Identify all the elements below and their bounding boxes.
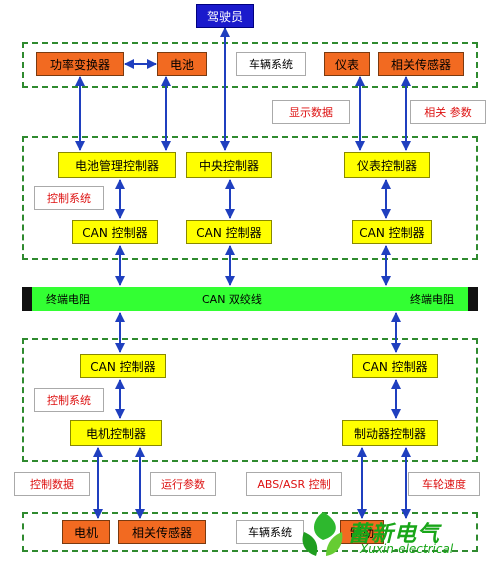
bus-center-label: CAN 双绞线: [202, 293, 262, 306]
power-converter-box: 功率变换器: [36, 52, 124, 76]
can-controller-right: CAN 控制器: [352, 354, 438, 378]
wheel-speed-label: 车轮速度: [408, 472, 480, 496]
mid-group: [22, 136, 478, 260]
can-controller-left: CAN 控制器: [80, 354, 166, 378]
bottom-group: [22, 512, 478, 552]
bottom-related-sensor-box: 相关传感器: [118, 520, 206, 544]
driver-box: 驾驶员: [196, 4, 254, 28]
low-group: [22, 338, 478, 462]
logo-name: 蓄新电气: [348, 522, 441, 547]
abs-asr-label: ABS/ASR 控制: [246, 472, 342, 496]
motor-controller: 电机控制器: [70, 420, 162, 446]
battery-box: 电池: [157, 52, 207, 76]
central-controller: 中央控制器: [186, 152, 272, 178]
control-system-label-lower: 控制系统: [34, 388, 104, 412]
bus-right-terminal: 终端电阻: [410, 293, 454, 306]
run-params-label: 运行参数: [150, 472, 216, 496]
instrument-box: 仪表: [324, 52, 370, 76]
related-params-label: 相关 参数: [410, 100, 486, 124]
related-sensor-box: 相关传感器: [378, 52, 464, 76]
can-controller-1: CAN 控制器: [72, 220, 158, 244]
brake-controller: 制动器控制器: [342, 420, 438, 446]
can-bus: 终端电阻 CAN 双绞线 终端电阻: [22, 287, 478, 311]
control-system-label-upper: 控制系统: [34, 186, 104, 210]
display-data-label: 显示数据: [272, 100, 350, 124]
vehicle-system-label: 车辆系统: [236, 52, 306, 76]
top-group: [22, 42, 478, 88]
instrument-controller: 仪表控制器: [344, 152, 430, 178]
logo-subtitle: Xuxin-electrical: [360, 542, 454, 556]
control-data-label: 控制数据: [14, 472, 90, 496]
bus-left-terminal: 终端电阻: [46, 293, 90, 306]
xuxin-logo-icon: [302, 512, 343, 556]
can-controller-3: CAN 控制器: [352, 220, 432, 244]
can-controller-2: CAN 控制器: [186, 220, 272, 244]
motor-box: 电机: [62, 520, 110, 544]
bms-controller: 电池管理控制器: [58, 152, 176, 178]
bottom-vehicle-system-label: 车辆系统: [236, 520, 304, 544]
brake-box: 制动: [340, 520, 384, 544]
